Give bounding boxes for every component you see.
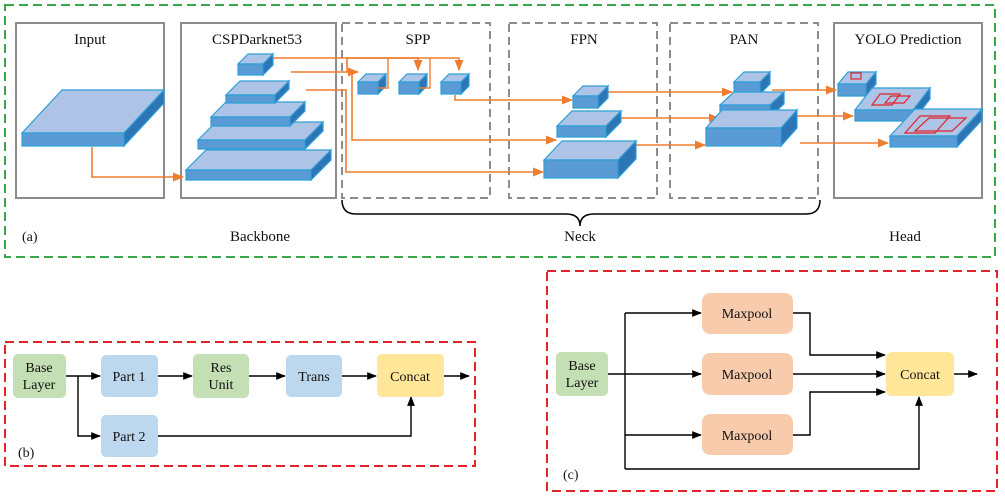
pan-title: PAN (730, 32, 759, 48)
node-c-maxpool-mid-label: Maxpool (722, 368, 773, 383)
edge-c-maxpool-bottom-to-concat (793, 388, 886, 436)
arrow-spp-branch-mid (347, 57, 423, 72)
layer-head-top (836, 70, 878, 98)
node-b-res-unit-line2: Unit (209, 378, 234, 393)
node-b-concat (377, 354, 444, 397)
layer-backbone-4 (224, 79, 291, 105)
prediction-title: YOLO Prediction (854, 32, 962, 48)
layer-backbone-5 (236, 52, 275, 77)
arrow-input-to-backbone (91, 147, 185, 182)
arrow-backbone-to-spp (273, 57, 360, 77)
node-c-maxpool-bottom (702, 414, 793, 455)
panel-c: Base Layer Maxpool Maxpool Maxpool Conca… (546, 270, 998, 492)
node-c-maxpool-top (702, 293, 793, 334)
panel-c-frame (546, 270, 998, 492)
panel-a-tag: (a) (22, 230, 38, 245)
layer-spp-pool-2 (397, 72, 429, 96)
neck-brace (341, 199, 821, 227)
layer-input (20, 88, 166, 148)
panel-a: Input CSPDarknet53 SPP FPN PAN YOLO Pred… (4, 4, 996, 258)
node-b-res-unit-line1: Res (211, 361, 232, 376)
node-c-base-layer-line2: Layer (566, 376, 599, 391)
node-b-base-layer-line2: Layer (23, 378, 56, 393)
node-b-concat-label: Concat (390, 370, 430, 385)
edge-c-skip-to-concat (625, 396, 923, 470)
edge-part2-to-concat (158, 396, 415, 437)
node-b-part1-label: Part 1 (112, 370, 145, 385)
node-c-base-layer-line1: Base (568, 359, 595, 374)
node-b-trans-label: Trans (298, 370, 329, 385)
layer-spp-pool-1 (356, 72, 388, 96)
spp-link-2 (419, 58, 431, 89)
node-b-base-layer-line1: Base (25, 361, 52, 376)
pan-stage-box (669, 22, 819, 199)
panel-b-frame (4, 341, 476, 467)
input-stage-box (15, 22, 165, 199)
layer-fpn-top (571, 84, 610, 110)
detection-box-mid-2 (883, 95, 912, 104)
node-b-part2-label: Part 2 (112, 430, 145, 445)
spp-stage-box (341, 22, 491, 199)
arrow-backbone-to-fpn-bottom (306, 89, 545, 177)
backbone-stage-box (180, 22, 337, 199)
layer-head-bottom (888, 107, 984, 149)
panel-a-frame (4, 4, 996, 258)
arrow-backbone-to-fpn-mid (291, 71, 558, 145)
spp-title: SPP (405, 32, 430, 48)
node-b-part1 (101, 355, 158, 397)
layer-fpn-mid (555, 109, 623, 139)
detection-box-bottom-2 (913, 117, 968, 132)
fpn-stage-box (508, 22, 658, 199)
backbone-group-label: Backbone (230, 229, 290, 245)
node-c-maxpool-top-label: Maxpool (722, 307, 773, 322)
node-b-res-unit (193, 354, 249, 398)
head-group-label: Head (889, 229, 921, 245)
edge-c-maxpool-top-to-concat (793, 312, 886, 359)
detection-box-bottom-1 (903, 115, 952, 134)
layer-pan-top (732, 70, 772, 96)
node-c-concat-label: Concat (900, 368, 940, 383)
spp-link-1 (378, 58, 389, 89)
arrow-spp-to-fpn-top (454, 95, 574, 105)
fpn-title: FPN (570, 32, 598, 48)
edge-base-to-part2 (77, 376, 101, 440)
panel-b-tag: (b) (18, 446, 35, 461)
node-b-trans (286, 355, 342, 397)
input-title: Input (74, 32, 106, 48)
layer-backbone-1 (184, 148, 333, 182)
node-c-concat (886, 352, 954, 396)
panel-c-tag: (c) (563, 468, 579, 483)
arrow-spp-branch-right (347, 57, 464, 72)
backbone-title: CSPDarknet53 (212, 32, 302, 48)
layer-pan-bottom (704, 108, 799, 148)
detection-box-mid-1 (870, 93, 902, 106)
node-c-maxpool-bottom-label: Maxpool (722, 429, 773, 444)
detection-box-top (850, 72, 862, 80)
layer-backbone-3 (209, 100, 307, 128)
panel-b: Base Layer Part 1 Res Unit Trans Concat … (4, 341, 476, 467)
neck-group-label: Neck (564, 229, 596, 245)
node-c-base-layer (556, 352, 608, 396)
node-b-part2 (101, 415, 158, 457)
layer-spp-pool-3 (439, 72, 471, 96)
node-b-base-layer (13, 354, 66, 398)
layer-fpn-bottom (542, 139, 638, 180)
node-c-maxpool-mid (702, 353, 793, 395)
